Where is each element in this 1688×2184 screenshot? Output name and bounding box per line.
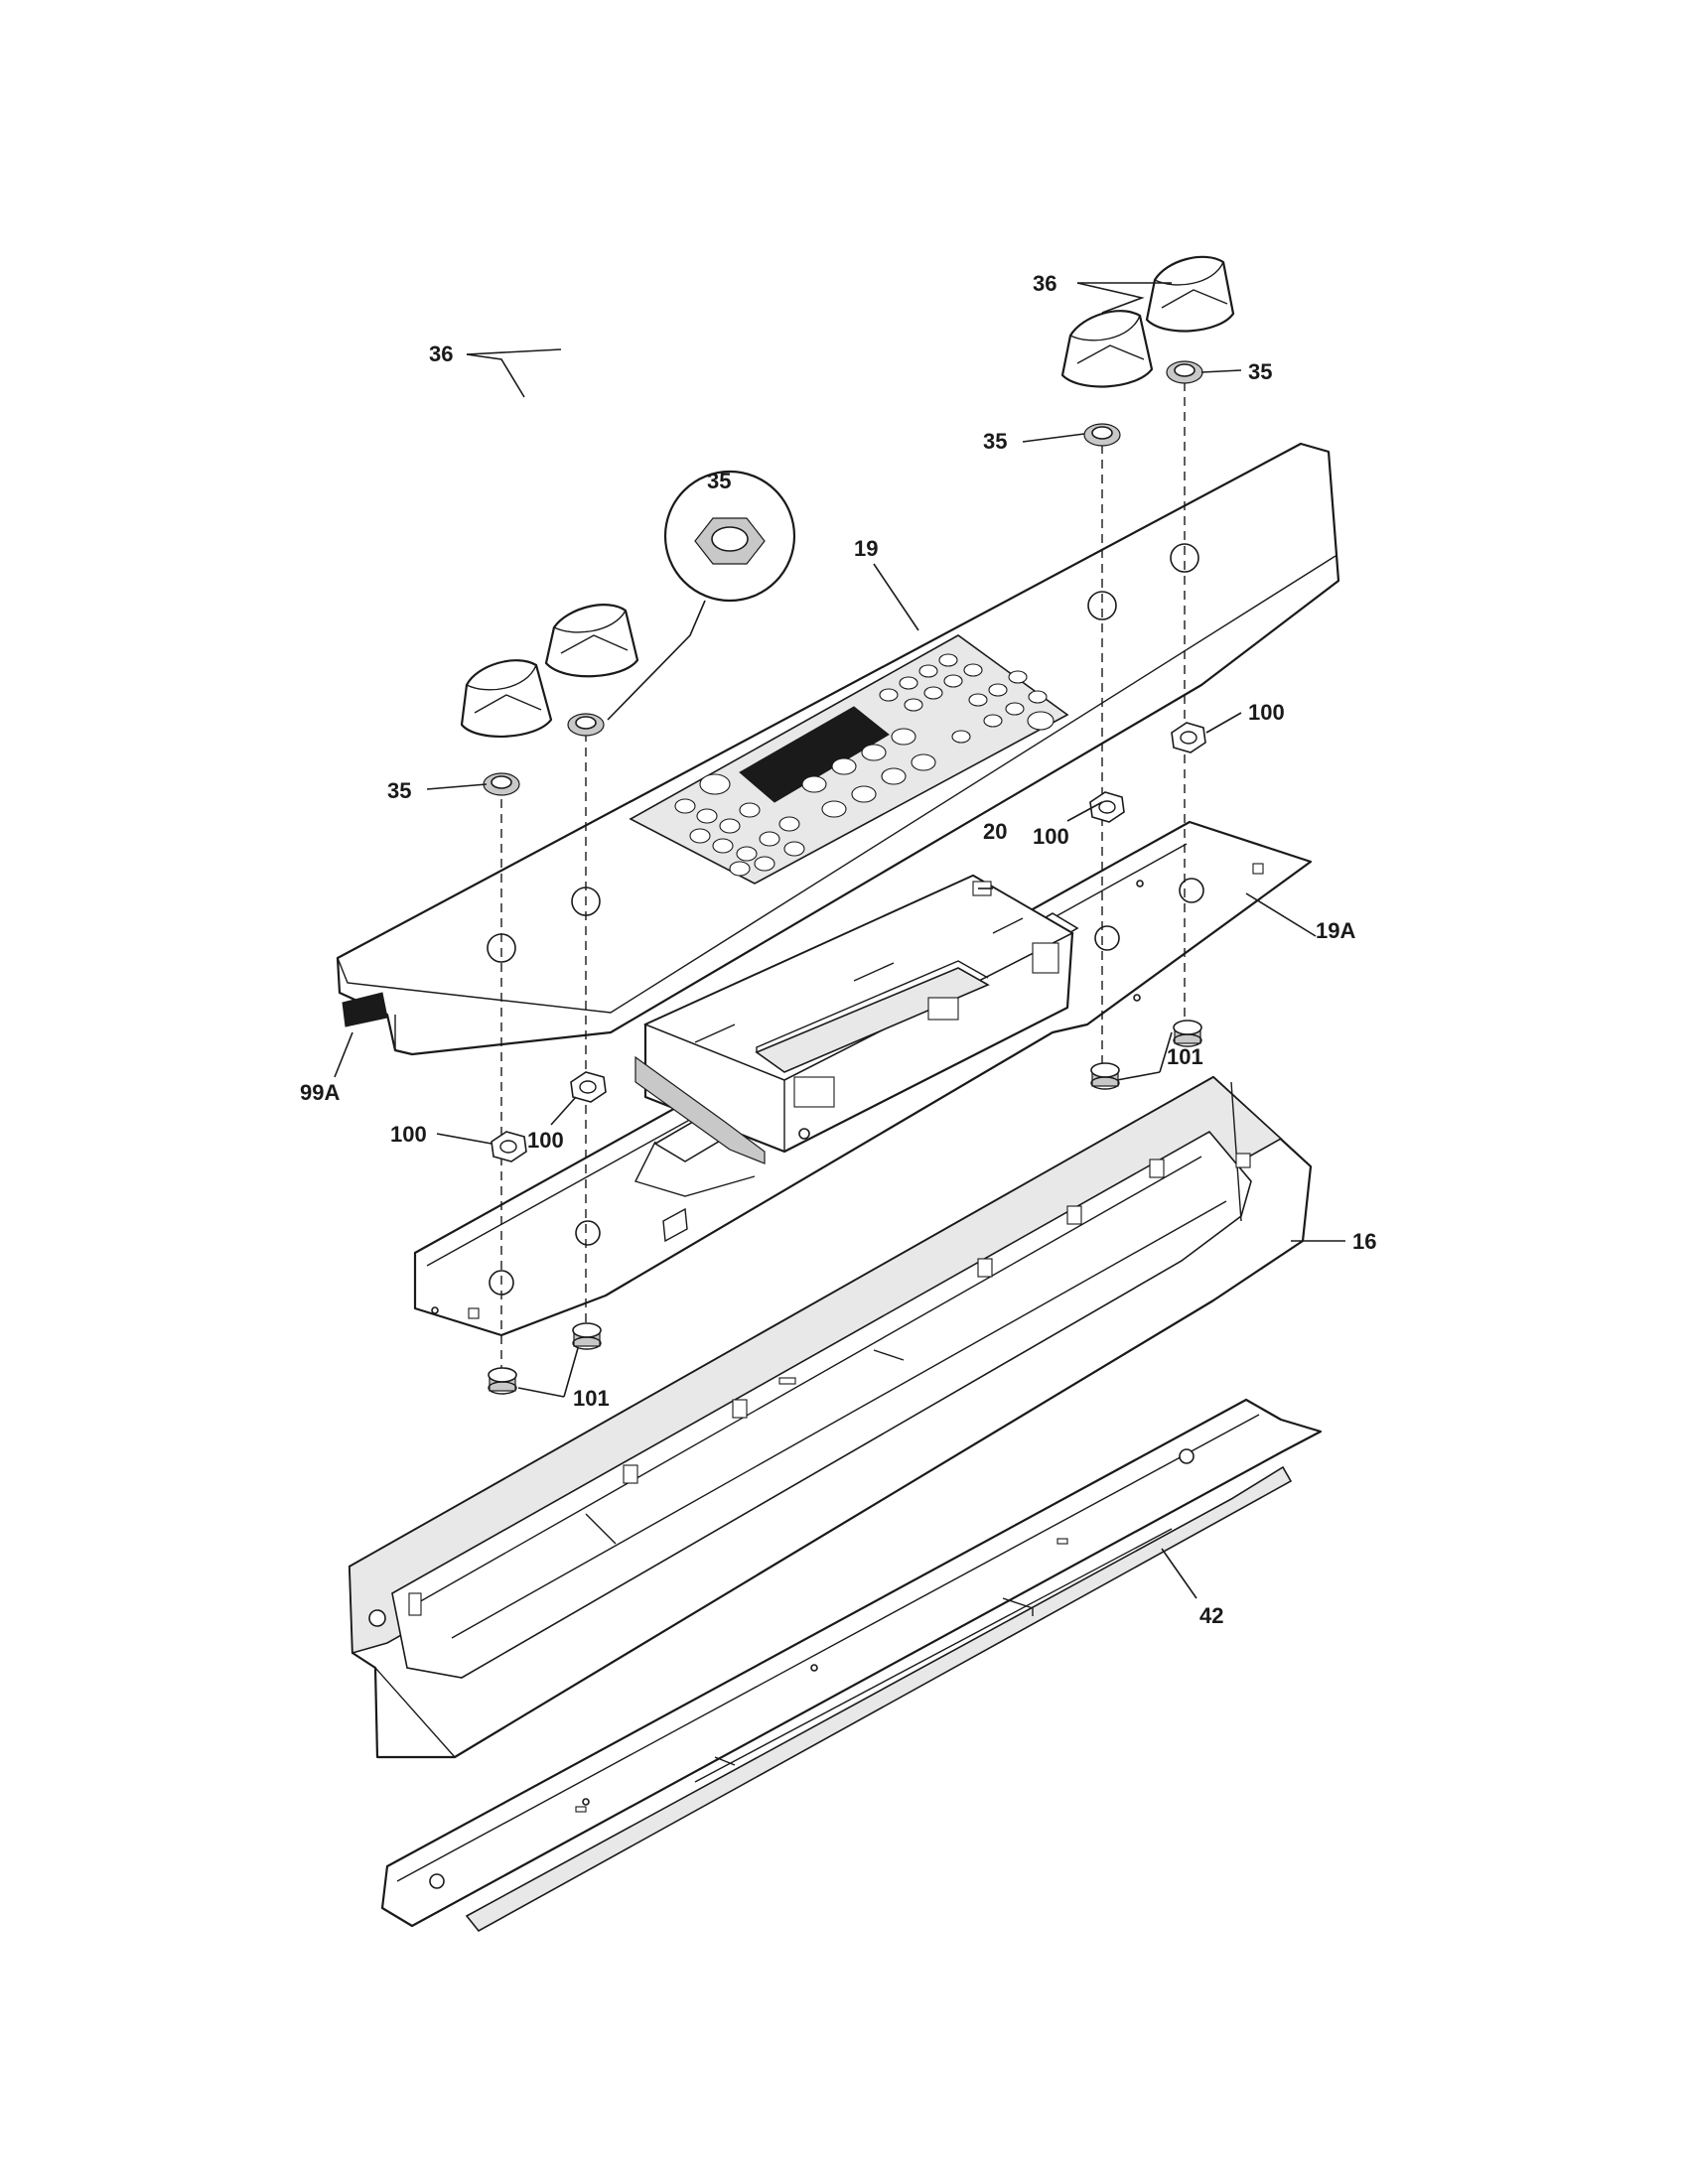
- callout-16: 16: [1352, 1229, 1376, 1254]
- callout-99a: 99A: [300, 1080, 340, 1105]
- knob-36-left-front: [460, 659, 553, 739]
- nut-101-d: [1173, 1020, 1202, 1047]
- leader-lines: [334, 282, 1345, 1599]
- callout-35-right-back: 35: [1248, 359, 1272, 384]
- nuts-35: [483, 360, 1203, 796]
- nut-101-b: [572, 1322, 602, 1350]
- knob-36-right-back: [1145, 255, 1235, 333]
- assembly-lines: [500, 382, 1186, 1375]
- inset-detail-circle: [607, 470, 796, 721]
- callout-100-mid-right: 100: [1033, 824, 1069, 849]
- knob-36-right-front: [1060, 310, 1154, 388]
- callout-101-left: 101: [573, 1386, 610, 1411]
- part-42-bracket: [380, 1398, 1323, 1933]
- nut-35-d: [1166, 360, 1203, 384]
- nuts-100: [491, 722, 1206, 1162]
- callout-19a: 19A: [1316, 918, 1355, 943]
- part-20-control-board: [634, 874, 1074, 1164]
- nut-100-a: [491, 1131, 527, 1162]
- knob-36-left-back: [544, 604, 639, 678]
- nut-100-d: [1171, 722, 1206, 753]
- part-19-console: [336, 442, 1340, 1056]
- callout-36-right: 36: [1033, 271, 1056, 296]
- nut-101-c: [1090, 1062, 1120, 1090]
- callout-20: 20: [983, 819, 1007, 844]
- callout-19: 19: [854, 536, 878, 561]
- knobs-36: [460, 255, 1235, 739]
- nut-35-a: [483, 772, 520, 796]
- nut-101-a: [488, 1367, 517, 1395]
- callout-42: 42: [1199, 1603, 1223, 1628]
- callout-100-left: 100: [390, 1122, 427, 1147]
- keypad-buttons: [674, 653, 1055, 877]
- callout-35-left: 35: [387, 778, 411, 803]
- callout-labels: 36 35 35 35 19 36 35 100 20 100 19A 101 …: [300, 271, 1376, 1628]
- callout-35-inset: 35: [707, 469, 731, 493]
- callout-36-left: 36: [429, 341, 453, 366]
- nuts-101: [488, 1020, 1202, 1395]
- callout-35-right-front: 35: [983, 429, 1007, 454]
- nut-35-c: [1083, 423, 1121, 447]
- part-16-housing: [348, 1075, 1313, 1759]
- callout-100-right: 100: [1248, 700, 1285, 725]
- nut-100-c: [1089, 791, 1125, 823]
- nut-100-b: [570, 1071, 607, 1103]
- callout-100-mid-left: 100: [527, 1128, 564, 1153]
- callout-101-right: 101: [1167, 1044, 1203, 1069]
- nut-35-b: [567, 713, 605, 737]
